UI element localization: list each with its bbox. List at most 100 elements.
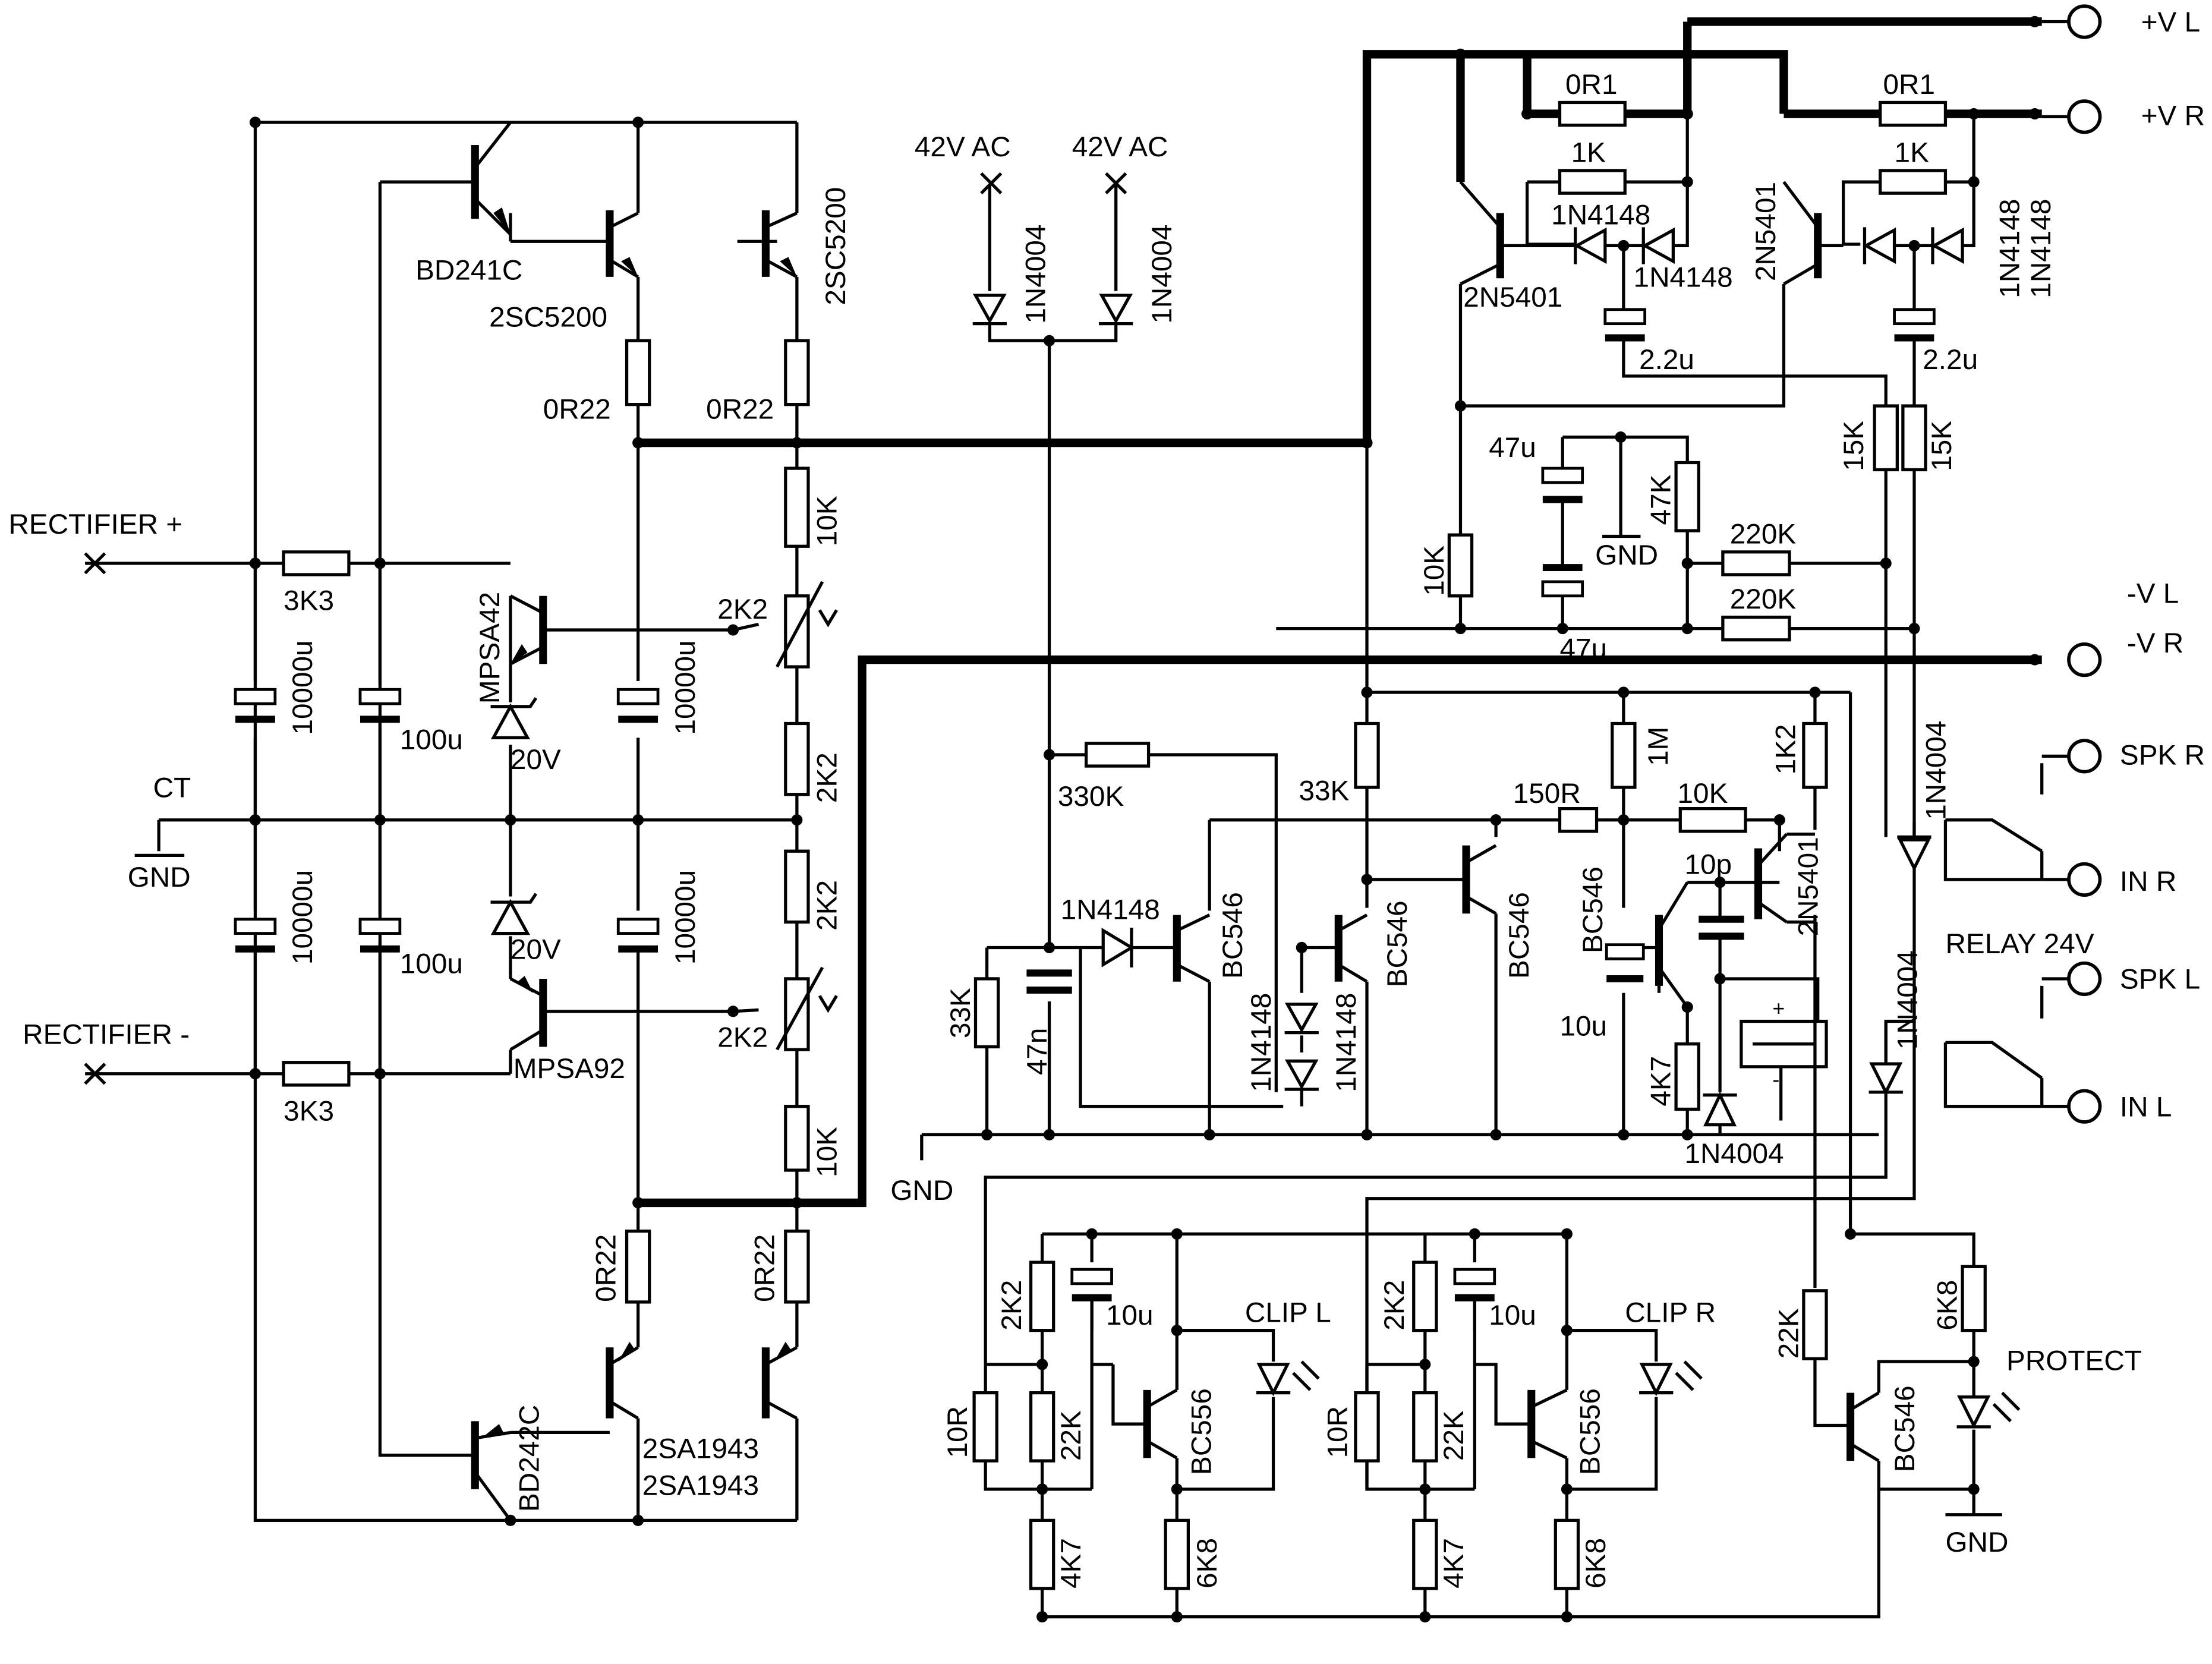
label-6k8-protect: 6K8 [1932,1280,1964,1331]
label-2u2-r: 2.2u [1923,344,1978,376]
label-1k2: 1K2 [1770,724,1802,774]
label-clip-l: CLIP L [1245,1297,1331,1328]
resistor-330k [1084,742,1151,768]
resistor-0r22-4 [784,1230,810,1304]
diode-1n4148-detect [1101,928,1135,967]
label-1n4148-b: 1N4148 [1331,993,1362,1092]
label-33k-detect: 33K [945,988,976,1038]
resistor-6k8-protect [1961,1265,1987,1332]
zener-20v-top [490,703,530,739]
label-clip-r: CLIP R [1625,1297,1716,1328]
label-3k3-top: 3K3 [283,585,334,617]
resistor-1m [1611,721,1637,789]
transistor-bc546-1 [1173,913,1211,984]
label-bd241c: BD241C [415,255,522,286]
label-2k2-a: 2K2 [812,752,843,803]
diode-1n4004-ac-1 [973,294,1007,324]
label-2sc5200-a: 2SC5200 [489,301,607,333]
label-0r1-l: 0R1 [1565,69,1618,100]
label-47k: 47K [1646,474,1677,525]
label-1n4004-out-l: 1N4004 [1892,950,1924,1050]
label-2n5401-relay: 2N5401 [1793,837,1825,936]
label-1n4004-relay: 1N4004 [1684,1138,1784,1170]
resistor-10k-fb [1678,807,1747,833]
label-1n4148-reg-d: 1N4148 [2025,199,2057,298]
label-mpsa42: MPSA42 [474,592,506,704]
indicator-section [972,1021,2021,1623]
terminal-vr-plus[interactable] [2067,99,2102,134]
terminal-vl-plus[interactable] [2067,4,2102,39]
label-10k-reg: 10K [1419,546,1450,596]
label-4k7-clip-r: 4K7 [1438,1538,1470,1589]
resistor-22k-protect [1802,1289,1828,1360]
diode-1n4148-r4 [1930,227,1964,264]
led-protect [1957,1395,1991,1429]
diode-1n4148-b [1284,1059,1319,1090]
resistor-1k-l [1558,169,1627,195]
label-coil-plus: + [1772,997,1785,1020]
resistor-0r1-l [1558,100,1627,127]
label-1k-r: 1K [1895,137,1930,169]
resistor-10k-reg [1447,533,1474,598]
resistor-3k3-bottom [282,1061,351,1087]
resistor-6k8-clip-l [1164,1518,1190,1590]
label-bc556-clip-r: BC556 [1574,1388,1606,1475]
label-gnd-protect: GND [1945,1527,2008,1558]
label-20v-bottom: 20V [511,934,561,966]
label-22k-protect: 22K [1773,1308,1804,1359]
label-0r22-1: 0R22 [543,394,611,426]
label-mpsa92: MPSA92 [513,1053,625,1085]
labels: +V L +V R -V L -V R RECTIFIER + RECTIFIE… [8,7,2205,1589]
label-10k-top: 10K [812,496,843,546]
label-33k-b: 33K [1299,775,1349,806]
label-2k2-b: 2K2 [812,880,843,931]
label-10000u-1: 10000u [287,640,319,735]
terminal-spk-r[interactable] [2067,739,2102,774]
label-rectifier-minus: RECTIFIER - [23,1019,190,1051]
label-10000u-4: 10000u [670,870,701,965]
label-0r22-2: 0R22 [706,394,774,426]
label-bc556-clip-l: BC556 [1186,1388,1218,1475]
label-47u-bottom: 47u [1559,634,1607,665]
resistor-4k7-detect [1674,1042,1700,1111]
label-1n4148-a: 1N4148 [1246,993,1277,1092]
transistor-bc546-3 [1462,844,1497,915]
label-150r: 150R [1513,778,1581,809]
label-gnd-left: GND [128,862,191,893]
label-10k-bottom: 10K [812,1127,843,1177]
diode-1n4148-r3 [1863,227,1896,264]
label-bc546-1: BC546 [1217,892,1249,979]
label-2u2-l: 2.2u [1639,344,1694,376]
resistor-4k7-clip-l [1029,1518,1055,1590]
terminal-vr-minus[interactable] [2067,642,2102,677]
label-100u-bottom: 100u [400,948,463,979]
resistor-2k2-clip-r [1412,1260,1438,1332]
label-1n4004-out-r: 1N4004 [1920,721,1952,820]
label-gnd-reg: GND [1595,540,1658,571]
terminal-spk-l[interactable] [2067,961,2102,997]
transistor-bc556-clip-r [1527,1388,1568,1460]
resistor-4k7-clip-r [1412,1518,1438,1590]
trimmer-2k2-top [784,594,810,669]
label-0r1-r: 0R1 [1883,69,1935,100]
relay-output [984,4,2102,1489]
diode-1n4148-r1 [1573,227,1607,264]
label-330k: 330K [1058,781,1124,812]
label-10u-detect: 10u [1559,1010,1607,1042]
resistor-2k2-a [784,721,810,796]
resistor-47k [1674,461,1700,532]
resistor-15k-l [1873,404,1899,472]
label-2k2-trim-top: 2K2 [717,594,768,625]
label-2n5401-r: 2N5401 [1750,182,1782,281]
transistor-bd242c [471,1421,512,1521]
terminal-in-r[interactable] [2067,862,2102,897]
label-10r-clip-r: 10R [1322,1406,1354,1458]
terminal-in-l[interactable] [2067,1089,2102,1124]
resistor-15k-r [1901,404,1927,472]
led-clip-l [1256,1363,1290,1397]
label-1m: 1M [1643,727,1674,766]
resistor-1k-r [1879,169,1948,195]
transistor-bc556-clip-l [1143,1388,1178,1460]
label-vr-plus: +V R [2141,100,2205,132]
label-ac-1: 42V AC [915,131,1011,163]
